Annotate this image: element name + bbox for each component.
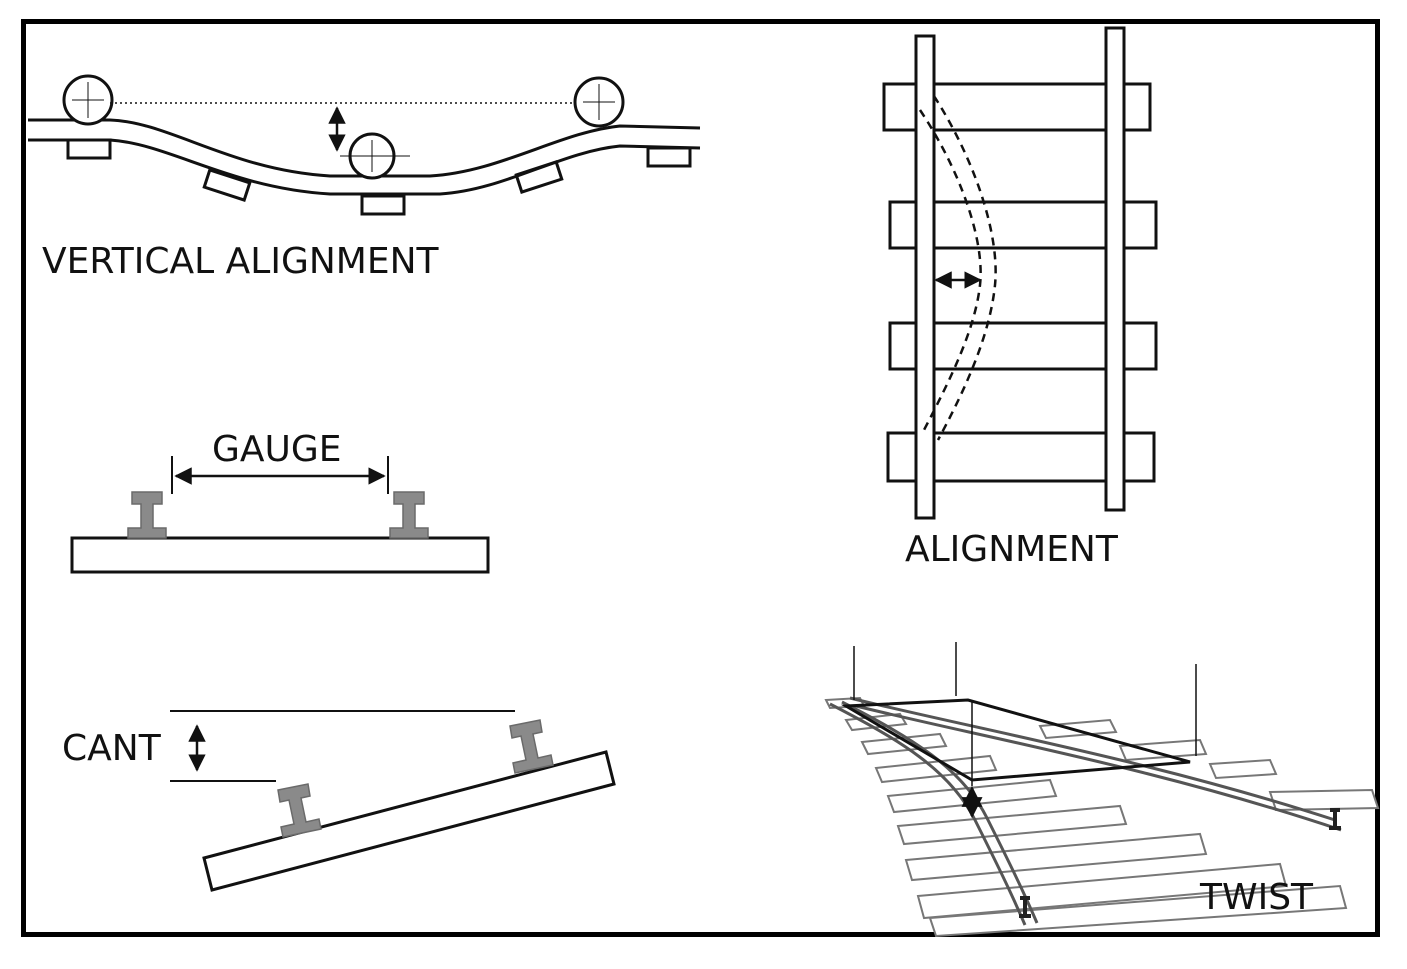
twist-figure: [824, 642, 1380, 938]
cant-figure: [170, 710, 616, 892]
twist-measurement-frame: [840, 698, 1191, 782]
gauge-figure: [70, 456, 490, 574]
vertical-alignment-sleepers: [66, 138, 692, 216]
wheel-crosshairs: [72, 82, 615, 172]
alignment-label: ALIGNMENT: [905, 529, 1118, 570]
cant-sleeper: [202, 750, 616, 892]
gauge-sleeper: [70, 536, 490, 574]
cant-rail-low: [277, 783, 322, 838]
twist-verticals: [853, 642, 1197, 786]
cant-label: CANT: [62, 728, 161, 769]
vertical-alignment-rail-top: [28, 118, 701, 178]
alignment-figure: [882, 26, 1158, 520]
vertical-alignment-label: VERTICAL ALIGNMENT: [42, 241, 439, 282]
cant-rail-high: [509, 719, 554, 774]
twist-label: TWIST: [1200, 877, 1314, 918]
twist-rail-sections: [1019, 808, 1341, 918]
vertical-alignment-figure: [28, 74, 701, 216]
gauge-rail-left: [127, 491, 167, 539]
gauge-rail-right: [389, 491, 429, 539]
gauge-label: GAUGE: [212, 429, 342, 470]
alignment-rails: [914, 26, 1126, 520]
vertical-alignment-rail-bottom: [28, 138, 701, 196]
